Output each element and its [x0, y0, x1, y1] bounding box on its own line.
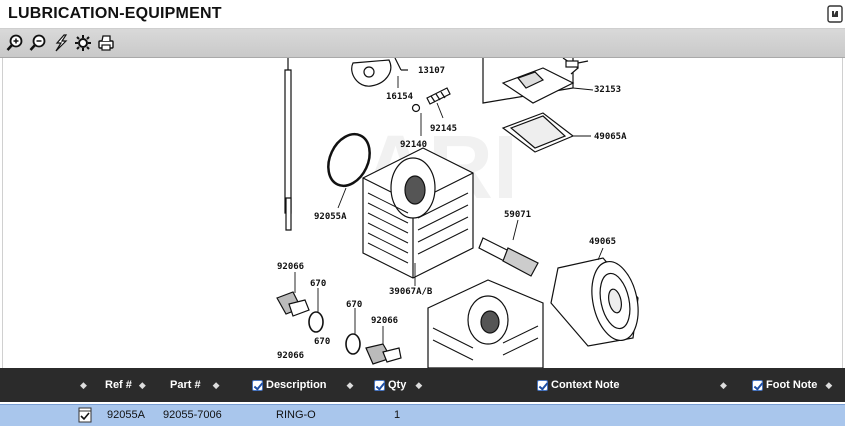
zoom-out-icon[interactable] [29, 34, 47, 52]
table-row[interactable]: 92055A 92055-7006 RING-O 1 [0, 404, 845, 426]
spring-92145 [411, 87, 451, 113]
sort-icon[interactable]: ◆ [212, 379, 220, 390]
callout-92066-a: 92066 [277, 262, 304, 272]
sort-icon[interactable]: ◆ [138, 379, 146, 390]
o-ring-92055a [327, 132, 371, 188]
callout-16154: 16154 [386, 92, 414, 102]
parts-diagram[interactable]: ARI [2, 58, 843, 368]
column-foot-note-label: Foot Note [766, 379, 818, 391]
column-foot-note[interactable]: Foot Note ◆ [752, 368, 832, 402]
sort-icon[interactable]: ◆ [415, 379, 423, 390]
callout-92066-c: 92066 [277, 351, 304, 361]
drain-plug-left [276, 291, 310, 317]
print-icon[interactable] [97, 34, 115, 52]
parts-grid-header: ◆ Ref # ◆ Part # ◆ Description ◆ Qty ◆ C… [0, 368, 845, 402]
hand-pointer-icon[interactable] [827, 5, 843, 23]
callout-670-a: 670 [310, 279, 326, 289]
foot-note-visible-checkbox[interactable] [752, 379, 763, 391]
qty-visible-checkbox[interactable] [374, 379, 385, 391]
sort-icon[interactable]: ◆ [825, 379, 833, 390]
zoom-in-icon[interactable] [6, 34, 24, 52]
column-qty-label: Qty [388, 379, 407, 391]
callout-92145: 92145 [430, 124, 457, 134]
oil-cooler-39067 [362, 147, 474, 279]
callout-39067ab: 39067A/B [389, 287, 433, 297]
callout-92066-b: 92066 [371, 316, 398, 326]
exploded-view-drawing: ARI [276, 58, 639, 368]
context-note-sort-icon[interactable]: ◆ [720, 379, 727, 390]
toolbar [0, 29, 845, 58]
column-context-note-label: Context Note [551, 379, 620, 391]
description-visible-checkbox[interactable] [252, 379, 263, 391]
column-context-note[interactable]: Context Note [537, 368, 619, 402]
callout-92140: 92140 [400, 140, 427, 150]
column-description[interactable]: Description ◆ [252, 368, 353, 402]
column-part-label: Part # [170, 379, 201, 391]
settings-icon[interactable] [74, 34, 92, 52]
dipstick [284, 58, 292, 231]
cover-32153 [482, 58, 589, 104]
row-part-number: 92055-7006 [163, 409, 222, 421]
column-qty[interactable]: Qty ◆ [374, 368, 422, 402]
drain-plug-right [365, 343, 402, 365]
row-select-sort-icon[interactable]: ◆ [80, 379, 87, 390]
callout-59071: 59071 [504, 210, 531, 220]
row-description: RING-O [276, 409, 316, 421]
column-description-label: Description [266, 379, 327, 391]
callout-670-c: 670 [314, 337, 330, 347]
add-to-cart-icon[interactable] [78, 407, 92, 423]
row-qty: 1 [394, 409, 401, 421]
column-ref-label: Ref # [105, 379, 132, 391]
callout-49065a: 49065A [594, 132, 627, 142]
washer-670-a [308, 311, 324, 333]
title-bar: LUBRICATION-EQUIPMENT [0, 0, 845, 29]
page-title: LUBRICATION-EQUIPMENT [8, 5, 222, 22]
oil-cooler-lower [427, 279, 544, 368]
callout-32153: 32153 [594, 85, 621, 95]
fitting-59071 [478, 237, 539, 277]
callout-13107: 13107 [418, 66, 445, 76]
washer-670-b [345, 333, 361, 355]
column-ref[interactable]: Ref # ◆ [105, 368, 146, 402]
reset-icon[interactable] [52, 34, 70, 52]
row-ref: 92055A [107, 409, 145, 421]
sort-icon[interactable]: ◆ [346, 379, 354, 390]
callout-670-b: 670 [346, 300, 362, 310]
oil-pump-gear [351, 58, 408, 87]
callout-92055a: 92055A [314, 212, 347, 222]
oil-filter-49065 [550, 257, 639, 347]
context-note-visible-checkbox[interactable] [537, 379, 548, 391]
leader-lines [294, 76, 604, 344]
callout-49065: 49065 [589, 237, 616, 247]
column-part[interactable]: Part # ◆ [170, 368, 220, 402]
